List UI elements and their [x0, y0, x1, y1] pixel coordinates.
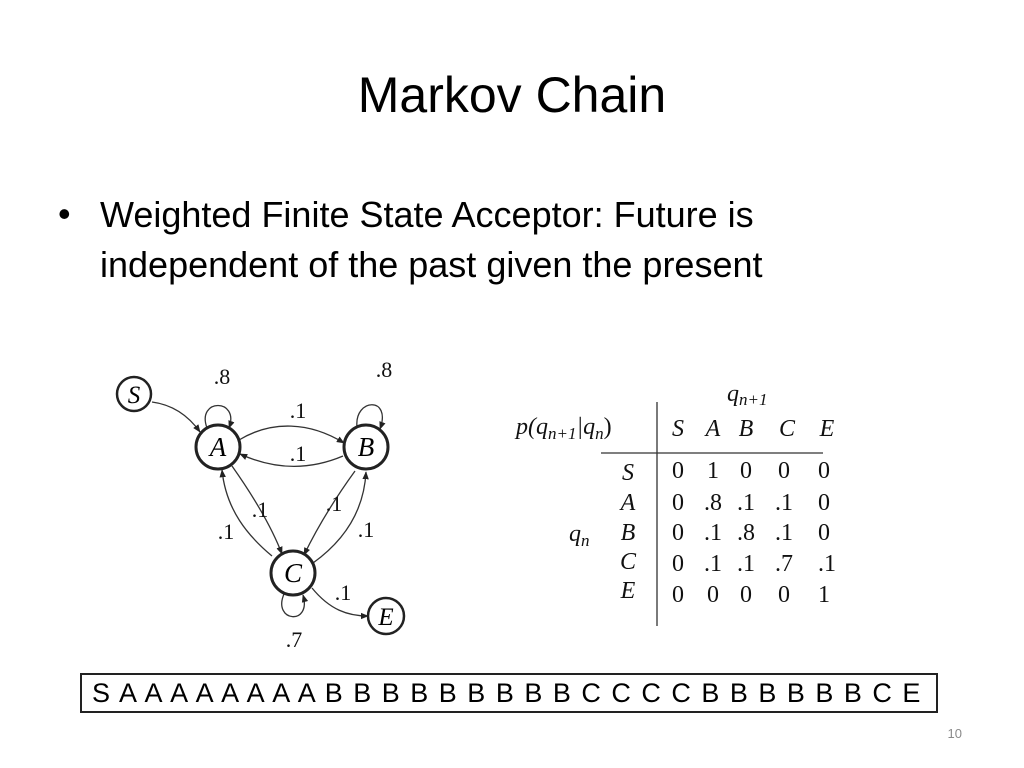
state-node-s: S	[115, 375, 153, 413]
table-cell: 0	[672, 551, 684, 577]
table-cell: .1	[704, 551, 722, 577]
row-header-b: B	[621, 520, 636, 546]
bullet-text: Weighted Finite State Acceptor: Future i…	[100, 194, 763, 285]
edge-a-self	[204, 405, 235, 429]
row-header-c: C	[620, 549, 637, 575]
table-cell: .1	[818, 551, 836, 577]
state-label-b: B	[358, 432, 375, 462]
edge-b-self	[356, 404, 386, 430]
edge-c-self	[281, 593, 309, 618]
page-number: 10	[947, 726, 962, 741]
edge-c-to-b	[312, 471, 369, 564]
column-header-c: C	[779, 416, 796, 442]
table-cell: 0	[672, 582, 684, 608]
edge-label-b-to-a: .1	[290, 441, 307, 466]
table-cell: 0	[740, 582, 752, 608]
probability-expression: p(qn+1|qn)	[514, 414, 612, 443]
state-nodes: S A B C E	[115, 375, 406, 636]
edge-label-b-to-c: .1	[326, 491, 343, 516]
table-cell: 0	[778, 458, 790, 484]
edge-c-to-e	[311, 587, 369, 620]
table-cell: .7	[775, 551, 793, 577]
column-axis-label: qn+1	[727, 381, 767, 409]
row-header-a: A	[619, 490, 636, 516]
table-cell: 0	[672, 520, 684, 546]
table-cell: 0	[818, 520, 830, 546]
table-cell: 1	[818, 582, 830, 608]
state-sequence-box: S A A A A A A A A B B B B B B B B B C C …	[80, 673, 938, 713]
edge-a-to-c	[231, 465, 283, 555]
edge-label-a-to-c: .1	[252, 497, 269, 522]
table-cell: .8	[704, 490, 722, 516]
edge-labels: .8 .8 .7 .1 .1 .1 .1 .1 .1 .1	[214, 357, 393, 652]
row-header-s: S	[622, 460, 634, 486]
edge-label-c-to-b: .1	[358, 517, 375, 542]
table-cells: 0 1 0 0 0 0 .8 .1 .1 0 0 .1 .8 .1 0 0 .1…	[672, 458, 836, 608]
state-node-a: A	[194, 423, 242, 471]
state-label-s: S	[128, 382, 141, 409]
table-cell: 0	[672, 458, 684, 484]
edge-label-c-to-a: .1	[218, 519, 235, 544]
edge-label-c-self: .7	[286, 627, 303, 652]
table-cell: 0	[778, 582, 790, 608]
edge-label-a-to-b: .1	[290, 398, 307, 423]
table-cell: 1	[707, 458, 719, 484]
row-header-e: E	[620, 578, 636, 604]
edge-c-to-a	[219, 469, 273, 557]
edge-s-to-a	[151, 401, 201, 433]
state-node-c: C	[269, 549, 317, 597]
state-label-a: A	[208, 432, 227, 462]
row-axis-label: qn	[569, 521, 590, 550]
table-cell: .1	[704, 520, 722, 546]
table-cell: 0	[672, 490, 684, 516]
state-node-e: E	[366, 596, 406, 636]
state-graph	[151, 401, 386, 620]
bullet-dot: •	[58, 193, 71, 234]
column-header-a: A	[704, 416, 721, 442]
transition-table: qn+1 p(qn+1|qn) qn S A B C E S A B C E 0…	[514, 381, 836, 626]
table-cell: 0	[818, 458, 830, 484]
edge-a-to-b	[238, 425, 345, 444]
table-cell: 0	[707, 582, 719, 608]
edge-label-a-self: .8	[214, 364, 231, 389]
column-header-b: B	[739, 416, 754, 442]
edge-b-to-a	[239, 453, 344, 467]
edge-label-b-self: .8	[376, 357, 393, 382]
table-cell: 0	[740, 458, 752, 484]
table-cell: .1	[737, 551, 755, 577]
table-cell: .8	[737, 520, 755, 546]
table-cell: 0	[818, 490, 830, 516]
slide-title: Markov Chain	[357, 67, 667, 123]
column-header-s: S	[672, 416, 684, 442]
state-label-c: C	[284, 558, 303, 588]
column-header-e: E	[819, 416, 835, 442]
table-cell: .1	[775, 490, 793, 516]
state-node-b: B	[342, 423, 390, 471]
table-cell: .1	[737, 490, 755, 516]
edge-b-to-c	[303, 470, 356, 556]
edge-label-c-to-e: .1	[335, 580, 352, 605]
table-cell: .1	[775, 520, 793, 546]
state-label-e: E	[377, 604, 393, 631]
